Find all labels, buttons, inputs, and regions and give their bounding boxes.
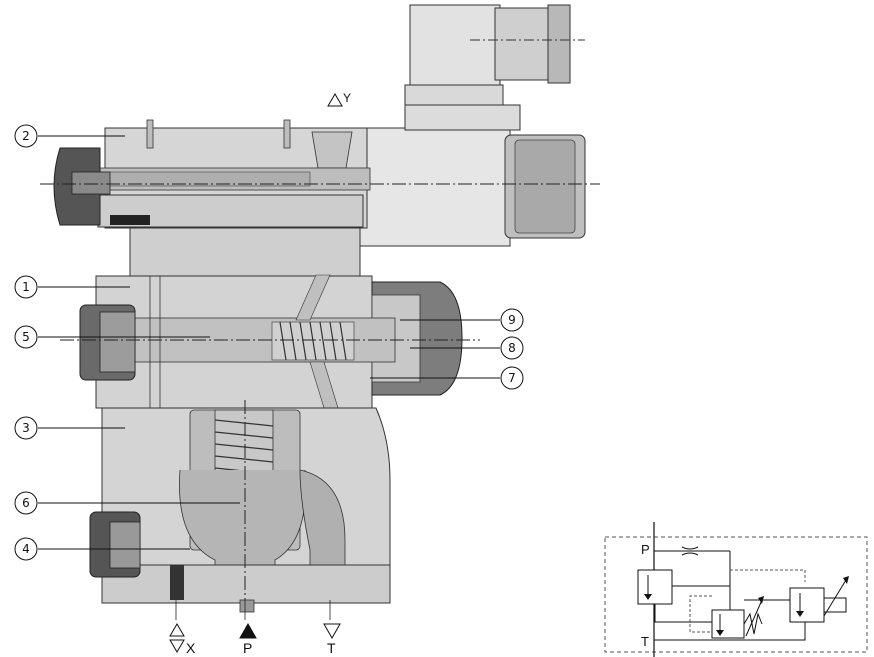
port-y: Y <box>327 91 351 107</box>
port-p-label: P <box>243 640 252 656</box>
callout-number: 2 <box>22 129 30 143</box>
pilot-spring <box>279 321 347 361</box>
schematic-t-label: T <box>641 634 649 649</box>
callout-number: 6 <box>22 496 30 510</box>
port-t: T <box>323 623 341 656</box>
callout-number: 8 <box>508 341 516 355</box>
callout-7: 7 <box>370 366 524 390</box>
port-p: P <box>239 622 257 656</box>
callout-5: 5 <box>14 325 210 349</box>
pilot-body <box>40 119 600 263</box>
port-x: X <box>169 623 196 656</box>
callout-number: 4 <box>22 542 30 556</box>
callout-number: 1 <box>22 280 30 294</box>
main-body <box>89 400 391 620</box>
callout-number: 5 <box>22 330 30 344</box>
callout-number: 7 <box>508 371 516 385</box>
callout-number: 3 <box>22 421 30 435</box>
solenoid-coil <box>359 104 586 247</box>
callout-9: 9 <box>400 308 524 332</box>
port-y-label: Y <box>343 91 351 105</box>
callout-3: 3 <box>14 416 125 440</box>
port-x-label: X <box>186 640 196 656</box>
callout-1: 1 <box>14 275 130 299</box>
schematic-p-label: P <box>641 542 650 557</box>
callout-4: 4 <box>14 537 190 561</box>
hydraulic-schematic: P T <box>604 522 868 657</box>
solenoid-connector <box>404 4 585 108</box>
main-spring <box>214 419 274 487</box>
callout-2: 2 <box>14 124 125 148</box>
callout-8: 8 <box>410 336 524 360</box>
port-t-label: T <box>327 640 336 656</box>
callout-number: 9 <box>508 313 516 327</box>
callout-6: 6 <box>14 491 240 515</box>
